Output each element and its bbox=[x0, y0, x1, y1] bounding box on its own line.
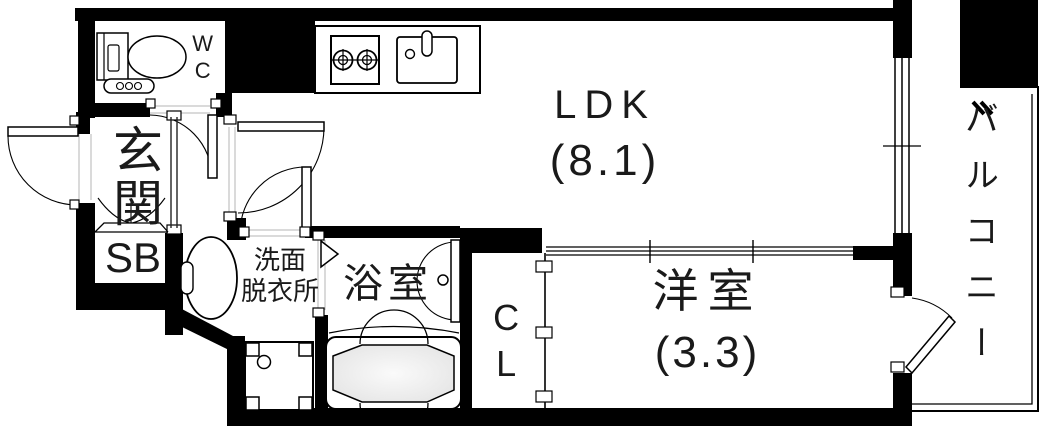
partition-ticks bbox=[649, 240, 754, 263]
wall-bath-left bbox=[315, 315, 328, 410]
wall-entry-lower bbox=[76, 203, 95, 305]
wall-wc-left bbox=[78, 8, 95, 118]
wc-label: WC bbox=[190, 31, 216, 85]
balcony-door-arc bbox=[911, 297, 953, 319]
bath-door-direction-icon bbox=[320, 239, 340, 269]
bath-door-knob-icon bbox=[437, 274, 449, 286]
ldk-door-arc bbox=[237, 126, 325, 214]
western-room-label: 洋室 bbox=[652, 265, 763, 317]
wall-washroom-left bbox=[227, 336, 245, 426]
toilet-bowl bbox=[127, 35, 187, 79]
wall-closet-left bbox=[460, 253, 472, 410]
washroom-label-line2: 脱衣所 bbox=[240, 276, 319, 306]
bathtub-icon bbox=[325, 309, 462, 426]
washbasin-icon bbox=[180, 236, 238, 320]
wall-right-pillar-top bbox=[893, 0, 912, 58]
ldk-label: LDK bbox=[554, 83, 656, 127]
balcony-outline bbox=[912, 86, 1039, 412]
doors bbox=[7, 98, 957, 403]
washroom-door-opening bbox=[246, 229, 300, 237]
balcony-outer-line bbox=[912, 86, 1039, 412]
bathroom-label: 浴室 bbox=[343, 262, 433, 306]
kitchen-stove-icon bbox=[330, 35, 380, 85]
pan-drain bbox=[256, 354, 272, 370]
washroom-label-line1: 洗面 bbox=[253, 245, 306, 275]
wall-bottom bbox=[227, 408, 912, 426]
bath-edge-curve bbox=[328, 325, 460, 334]
genkan-step-curves bbox=[97, 197, 166, 224]
wall-neighbor-block bbox=[960, 0, 1038, 86]
washbasin-faucet bbox=[180, 261, 194, 295]
door-jambs bbox=[69, 98, 905, 403]
balcony-door-leaf bbox=[904, 314, 957, 375]
washroom-door-arc bbox=[239, 166, 307, 234]
closet-label: CL bbox=[485, 297, 527, 389]
wall-ldk-room-stub bbox=[853, 246, 895, 260]
wall-step-diagonal bbox=[180, 308, 233, 352]
entrance-door-arc bbox=[7, 135, 78, 206]
shoe-box-label: SB bbox=[104, 234, 162, 281]
wall-wc-bottom bbox=[95, 103, 150, 117]
genkan-partition bbox=[170, 117, 178, 228]
ldk-size-label: (8.1) bbox=[549, 136, 661, 185]
wall-sb-right bbox=[165, 233, 183, 335]
washroom-label: 洗面脱衣所 bbox=[228, 245, 332, 307]
genkan-step bbox=[94, 197, 169, 233]
kitchen-sink-icon bbox=[396, 30, 458, 84]
wall-kitchen-block bbox=[225, 8, 315, 93]
washroom-door-leaf bbox=[301, 166, 312, 234]
fixtures bbox=[96, 25, 481, 426]
washing-machine-pan-icon bbox=[244, 341, 314, 411]
genkan-label: 玄関 bbox=[106, 124, 162, 230]
balcony-label: バルコニー bbox=[959, 101, 998, 381]
ldk-door-opening bbox=[228, 127, 236, 213]
sink-faucet bbox=[421, 30, 433, 57]
western-room-size-label: (3.3) bbox=[654, 328, 761, 377]
bath-door-arc bbox=[416, 241, 457, 321]
wall-right-pillar-mid bbox=[893, 233, 912, 296]
entrance-door-leaf bbox=[7, 126, 79, 137]
kitchen-counter bbox=[314, 25, 481, 94]
ldk-door-leaf bbox=[237, 121, 325, 132]
wall-sb-bottom bbox=[76, 283, 180, 310]
wall-top bbox=[75, 8, 900, 21]
sink-drain bbox=[404, 48, 416, 60]
bathtub-basin bbox=[332, 344, 455, 403]
wall-right-pillar-bottom bbox=[893, 373, 912, 410]
entrance-door-opening bbox=[78, 134, 92, 200]
bath-door-leaf bbox=[450, 239, 461, 323]
ldk-room-sliding-partition bbox=[546, 246, 854, 256]
wall-bath-top bbox=[305, 226, 460, 238]
walls bbox=[75, 0, 1038, 426]
door-leaves bbox=[7, 114, 957, 375]
toilet-icon bbox=[96, 32, 187, 94]
balcony-inner-line bbox=[912, 94, 1033, 405]
wc-door-leaf bbox=[207, 114, 218, 179]
wall-bath-closet bbox=[460, 228, 542, 253]
balcony-divider-hatch-icon bbox=[971, 100, 994, 116]
door-openings bbox=[78, 105, 326, 310]
